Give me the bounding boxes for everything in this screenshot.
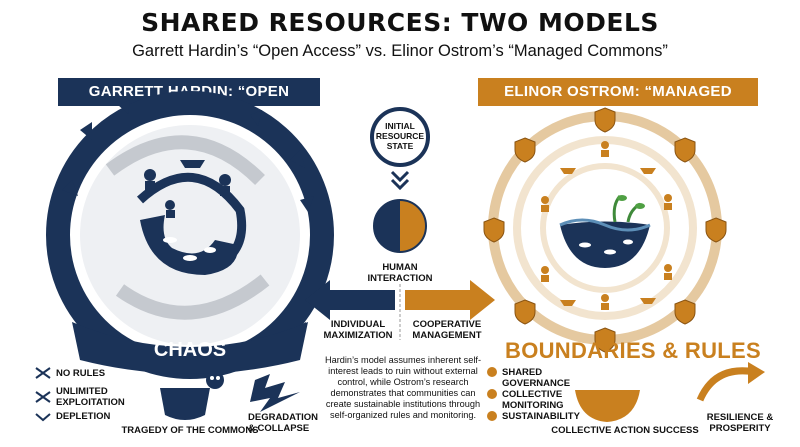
commons-ring: [483, 107, 727, 353]
fish-icon: [163, 237, 216, 261]
bowl-icon: [575, 390, 640, 422]
chaos-ring: [46, 91, 334, 379]
list-item-monitoring: COLLECTIVE MONITORING: [502, 389, 564, 411]
skull-icon: [160, 371, 224, 420]
initial-state-label: INITIAL RESOURCE STATE: [375, 121, 425, 151]
chaos-label: CHAOS: [154, 339, 226, 361]
center-flow: [305, 107, 495, 340]
individual-label: INDIVIDUAL MAXIMIZATION: [323, 319, 393, 341]
boat-icon: [180, 160, 205, 168]
right-banner: ELINOR OSTROM: “MANAGED COMMONS”: [478, 78, 758, 128]
shuffle-icon: [35, 367, 51, 422]
person-icon: [541, 141, 672, 310]
boat-icon: [560, 168, 656, 306]
interaction-label: HUMAN INTERACTION: [367, 262, 433, 284]
center-description: Hardin’s model assumes inherent self-int…: [324, 355, 482, 420]
boundaries-label: BOUNDARIES & RULES: [505, 338, 761, 363]
lightning-icon: [250, 374, 300, 412]
list-item-sustainability: SUSTAINABILITY: [502, 411, 580, 422]
tragedy-label: TRAGEDY OF THE COMMONS: [121, 425, 259, 436]
page-subtitle: Garrett Hardin’s “Open Access” vs. Elino…: [132, 42, 668, 60]
gear-icon: [487, 367, 497, 421]
list-item-no-rules: NO RULES: [56, 368, 106, 379]
page-title: SHARED RESOURCES: TWO MODELS: [141, 8, 659, 37]
collapse-label: DEGRADATION & COLLAPSE: [248, 412, 319, 434]
growth-arrow-icon: [696, 367, 756, 402]
list-item-exploitation: UNLIMITED EXPLOITATION: [56, 386, 125, 408]
list-item-depletion: DEPLETION: [56, 411, 111, 422]
shield-icon: [483, 107, 727, 353]
list-item-governance: SHARED GOVERNANCE: [502, 367, 571, 389]
success-label: COLLECTIVE ACTION SUCCESS: [551, 425, 699, 436]
cooperative-label: COOPERATIVE MANAGEMENT: [412, 319, 482, 341]
resilience-label: RESILIENCE & PROSPERITY: [706, 412, 774, 434]
